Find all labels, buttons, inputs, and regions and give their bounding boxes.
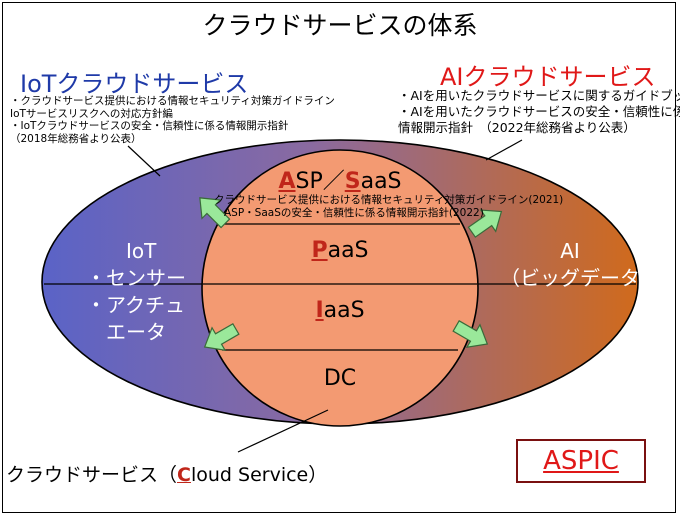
iaas-rest: aaS <box>323 298 365 323</box>
service-circle <box>201 149 479 427</box>
asp-rest: SP／ <box>295 169 345 194</box>
layer-dc: DC <box>323 366 357 391</box>
iot-body-line: IoT <box>126 239 157 263</box>
paas-initial: P <box>311 238 328 263</box>
aspic-logo: ASPIC <box>516 439 646 483</box>
ai-heading: AIクラウドサービス <box>440 63 656 91</box>
cloud-callout-line <box>237 409 329 453</box>
iot-note-line: （2018年総務省より公表） <box>10 132 142 145</box>
ai-notes: ・AIを用いたクラウドサービスに関するガイドブック ・AIを用いたクラウドサービ… <box>398 88 680 136</box>
layer-iaas: IaaS <box>240 298 440 323</box>
iot-note-line: ・IoTクラウドサービスの安全・信頼性に係る情報開示指針 <box>10 120 289 132</box>
page-title: クラウドサービスの体系 <box>202 11 478 40</box>
iot-body-line: ・センサー <box>86 266 186 290</box>
cloud-label-prefix: クラウドサービス（ <box>6 464 178 486</box>
iot-body: IoT ・センサー ・アクチュ エータ <box>86 238 186 346</box>
arrow-icon-upper-right <box>467 209 503 238</box>
guideline-line: ASP・SaaSの安全・信頼性に係る情報開示指針(2022) <box>224 207 484 219</box>
saas-rest: aaS <box>360 169 402 194</box>
iot-callout-line <box>127 145 161 177</box>
iot-note-line: ・クラウドサービス提供における情報セキュリティ対策ガイドライン <box>10 95 335 107</box>
iot-note-line: IoTサービスリスクへの対応方針編 <box>10 107 173 120</box>
cloud-initial: C <box>177 464 191 486</box>
iaas-initial: I <box>315 298 324 323</box>
arrow-icon-lower-right <box>452 319 489 349</box>
ai-body-line: AI <box>560 239 580 263</box>
ai-note-line: ・AIを用いたクラウドサービスの安全・信頼性に係る <box>398 104 680 119</box>
layer-paas: PaaS <box>240 238 440 263</box>
asp-guidelines: クラウドサービス提供における情報セキュリティ対策ガイドライン(2021) ASP… <box>214 194 563 220</box>
iot-body-line: エータ <box>86 320 166 344</box>
ai-body-line: （ビッグデータ） <box>500 266 660 290</box>
ai-note-line: 情報開示指針 （2022年総務省より公表） <box>398 120 636 135</box>
diagram-frame <box>2 2 676 513</box>
arrow-icon-lower-left <box>203 322 240 352</box>
cloud-service-label: クラウドサービス（Cloud Service） <box>6 460 327 487</box>
iot-notes: ・クラウドサービス提供における情報セキュリティ対策ガイドライン IoTサービスリ… <box>10 95 335 145</box>
ai-callout-line <box>485 139 523 161</box>
iot-heading: IoTクラウドサービス <box>20 70 249 98</box>
ai-note-line: ・AIを用いたクラウドサービスに関するガイドブック <box>398 88 680 103</box>
cloud-label-rest: loud Service） <box>190 464 328 486</box>
arrow-icon-upper-left <box>199 197 231 229</box>
guideline-line: クラウドサービス提供における情報セキュリティ対策ガイドライン(2021) <box>214 194 564 206</box>
saas-initial: S <box>344 169 361 194</box>
ai-body: AI （ビッグデータ） <box>500 238 660 292</box>
paas-rest: aaS <box>327 238 369 263</box>
layer-asp-saas: ASP／SaaS <box>240 163 440 195</box>
asp-initial: A <box>278 169 296 194</box>
iot-body-line: ・アクチュ <box>86 293 185 317</box>
